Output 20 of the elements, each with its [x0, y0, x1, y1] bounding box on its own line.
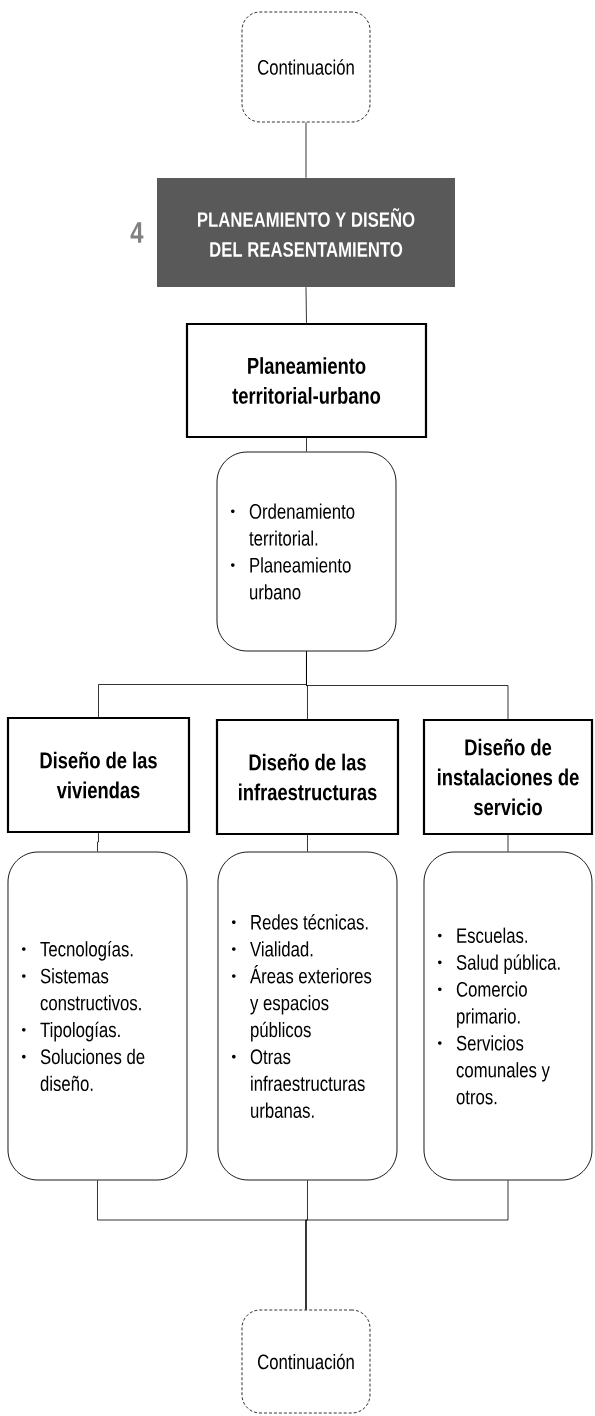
connector-line: [305, 122, 307, 179]
bullet-list-box: Tecnologías. Sistemas constructivos. Tipologías. Soluciones de diseño.: [7, 851, 188, 1181]
connector-line: [306, 651, 509, 720]
connector-line: [307, 834, 308, 852]
connector-line: [97, 832, 99, 852]
title-box: PLANEAMIENTO Y DISEÑO DEL REASENTAMIENTO: [157, 178, 455, 287]
step-number: 4: [130, 222, 144, 243]
connector-line: [507, 834, 509, 852]
heading-box: Diseño de las infraestructuras: [215, 718, 400, 836]
bullet-list-box: Ordenamiento territorial. Planeamiento urbano: [216, 451, 397, 652]
heading-box: Diseño de las viviendas: [6, 716, 191, 834]
connector-line: [306, 437, 307, 452]
connector-line: [305, 286, 307, 324]
bullet-list-box: Escuelas. Salud pública. Comercio primario. Servicios comunales y otros.: [423, 851, 593, 1181]
continuation-box: Continuación: [241, 11, 371, 123]
connector-line: [305, 1180, 509, 1310]
heading-box: Diseño de instalaciones de servicio: [422, 718, 594, 836]
heading-box: Planeamiento territorial-urbano: [185, 322, 428, 439]
continuation-box: Continuación: [241, 1309, 371, 1414]
bullet-list-box: Redes técnicas. Vialidad. Áreas exteriores y espacios públicos Otras infraestructuras urbanas.: [217, 851, 398, 1181]
